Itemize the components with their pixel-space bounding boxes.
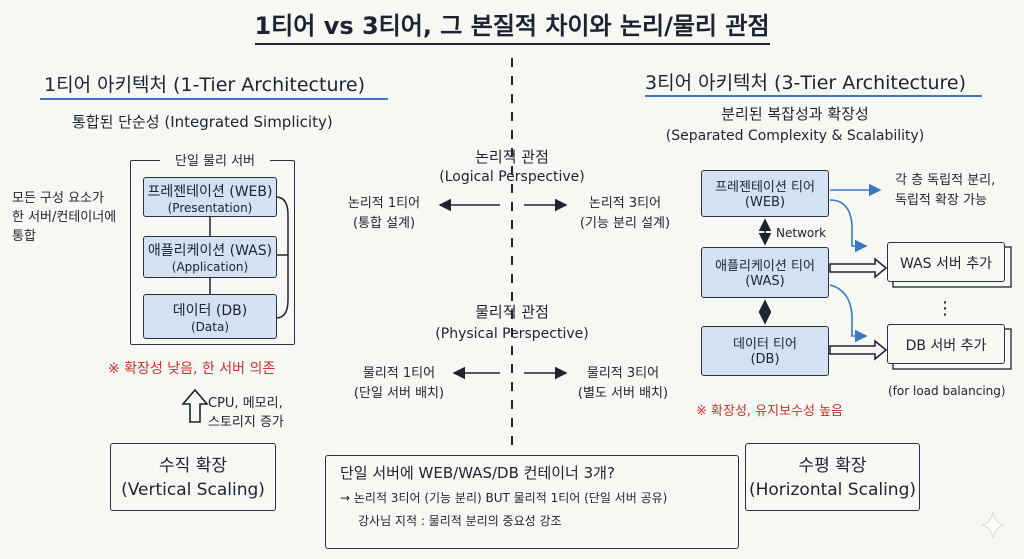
note-line-2: → 논리적 3티어 (기능 분리) BUT 물리적 1티어 (단일 서버 공유) [340,491,668,505]
label-line: (단일 서버 배치) [353,386,445,401]
right-heading: 3티어 아키텍처 (3-Tier Architecture) [645,72,966,94]
tier-data: 데이터 티어 (DB) [701,326,829,376]
note-line-1: 단일 서버에 WEB/WAS/DB 컨테이너 3개? [340,464,615,482]
layer-name: 애플리케이션 (WAS) [147,243,273,259]
upgrade-note-line: 스토리지 증가 [208,415,284,430]
left-warning: ※ 확장성 낮음, 한 서버 의존 [108,361,276,377]
left-layer-application: 애플리케이션 (WAS) (Application) [143,236,277,278]
left-layer-presentation: 프레젠테이션 (WEB) (Presentation) [143,177,277,217]
page-title: 1티어 vs 3티어, 그 본질적 차이와 논리/물리 관점 [254,12,770,40]
layer-name: 프레젠테이션 (WEB) [147,184,273,200]
db-add-box: DB 서버 추가 [887,324,1005,364]
layer-sub: (Application) [171,260,249,274]
blue-arrow-web-was [829,199,868,253]
physical-title: 물리적 관점 [475,303,549,321]
right-subheading: 분리된 복잡성과 확장성 [721,105,869,123]
blue-arrow-was-db [829,284,868,343]
layer-name: 데이터 (DB) [172,303,248,319]
right-warning: ※ 확장성, 유지보수성 높음 [696,404,844,419]
db-add-arrow [829,339,888,361]
was-add-arrow [829,257,888,279]
tier-name: 애플리케이션 티어 [715,259,815,274]
left-layer-data: 데이터 (DB) (Data) [143,294,277,339]
scaling-subtitle: (Vertical Scaling) [121,480,265,500]
upgrade-note: CPU, 메모리, 스토리지 증가 [208,394,284,432]
upgrade-note-line: CPU, 메모리, [208,396,283,411]
load-balancing-note: (for load balancing) [888,384,1006,398]
label-line: (통합 설계) [352,216,416,231]
right-subheading-en: (Separated Complexity & Scalability) [665,128,925,144]
tier-sub: (DB) [750,352,780,367]
physical-subtitle: (Physical Perspective) [435,326,589,342]
was-add-label: WAS 서버 추가 [900,256,992,272]
left-side-note-line: 모든 구성 요소가 [12,191,104,206]
sparkle-icon [981,511,1005,539]
tier-sub: (WEB) [744,195,786,210]
layer-sub: (Data) [190,320,229,334]
left-side-note-line: 통합 [12,229,36,244]
logical-right-label: 논리적 3티어 (기능 분리 설계) [570,194,680,234]
tier-application: 애플리케이션 티어 (WAS) [701,247,829,298]
logical-title: 논리적 관점 [475,148,549,166]
right-side-note: 각 층 독립적 분리, 독립적 확장 가능 [895,171,995,211]
layer-sub: (Presentation) [167,201,253,215]
tier-name: 데이터 티어 [733,337,797,352]
left-side-note: 모든 구성 요소가 한 서버/컨테이너에 통합 [12,189,116,246]
label-line: 논리적 3티어 [588,196,662,211]
network-label: Network [776,226,827,240]
right-side-note-line: 독립적 확장 가능 [895,193,987,208]
left-subheading: 통합된 단순성 (Integrated Simplicity) [72,113,333,131]
was-add-box: WAS 서버 추가 [887,242,1005,282]
note-line-3: 강사님 지적 : 물리적 분리의 중요성 강조 [358,514,562,528]
scaling-title: 수평 확장 [798,456,867,476]
logical-subtitle: (Logical Perspective) [439,169,585,185]
tier-sub: (WAS) [745,274,785,289]
center-note-box: 단일 서버에 WEB/WAS/DB 컨테이너 3개? → 논리적 3티어 (기능… [325,455,739,549]
tier-presentation: 프레젠테이션 티어 (WEB) [701,170,829,217]
physical-right-label: 물리적 3티어 (별도 서버 배치) [568,364,678,404]
label-line: 물리적 3티어 [586,366,660,381]
horizontal-scaling-box: 수평 확장 (Horizontal Scaling) [745,443,920,511]
ellipsis: ⋮ [936,298,954,319]
left-side-note-line: 한 서버/컨테이너에 [12,210,117,225]
server-label: 단일 물리 서버 [160,150,270,169]
label-line: 논리적 1티어 [347,196,421,211]
vertical-scaling-arrow [181,388,209,423]
vertical-scaling-box: 수직 확장 (Vertical Scaling) [110,443,276,511]
label-line: (별도 서버 배치) [577,386,669,401]
logical-left-label: 논리적 1티어 (통합 설계) [336,194,432,234]
db-add-label: DB 서버 추가 [905,338,987,354]
left-side-bracket [275,196,289,319]
tier-name: 프레젠테이션 티어 [715,180,815,195]
physical-left-label: 물리적 1티어 (단일 서버 배치) [346,364,452,404]
label-line: 물리적 1티어 [362,366,436,381]
right-side-note-line: 각 층 독립적 분리, [895,173,996,188]
left-heading: 1티어 아키텍처 (1-Tier Architecture) [44,74,365,96]
scaling-subtitle: (Horizontal Scaling) [748,480,917,500]
scaling-title: 수직 확장 [159,456,227,476]
label-line: (기능 분리 설계) [579,216,671,231]
